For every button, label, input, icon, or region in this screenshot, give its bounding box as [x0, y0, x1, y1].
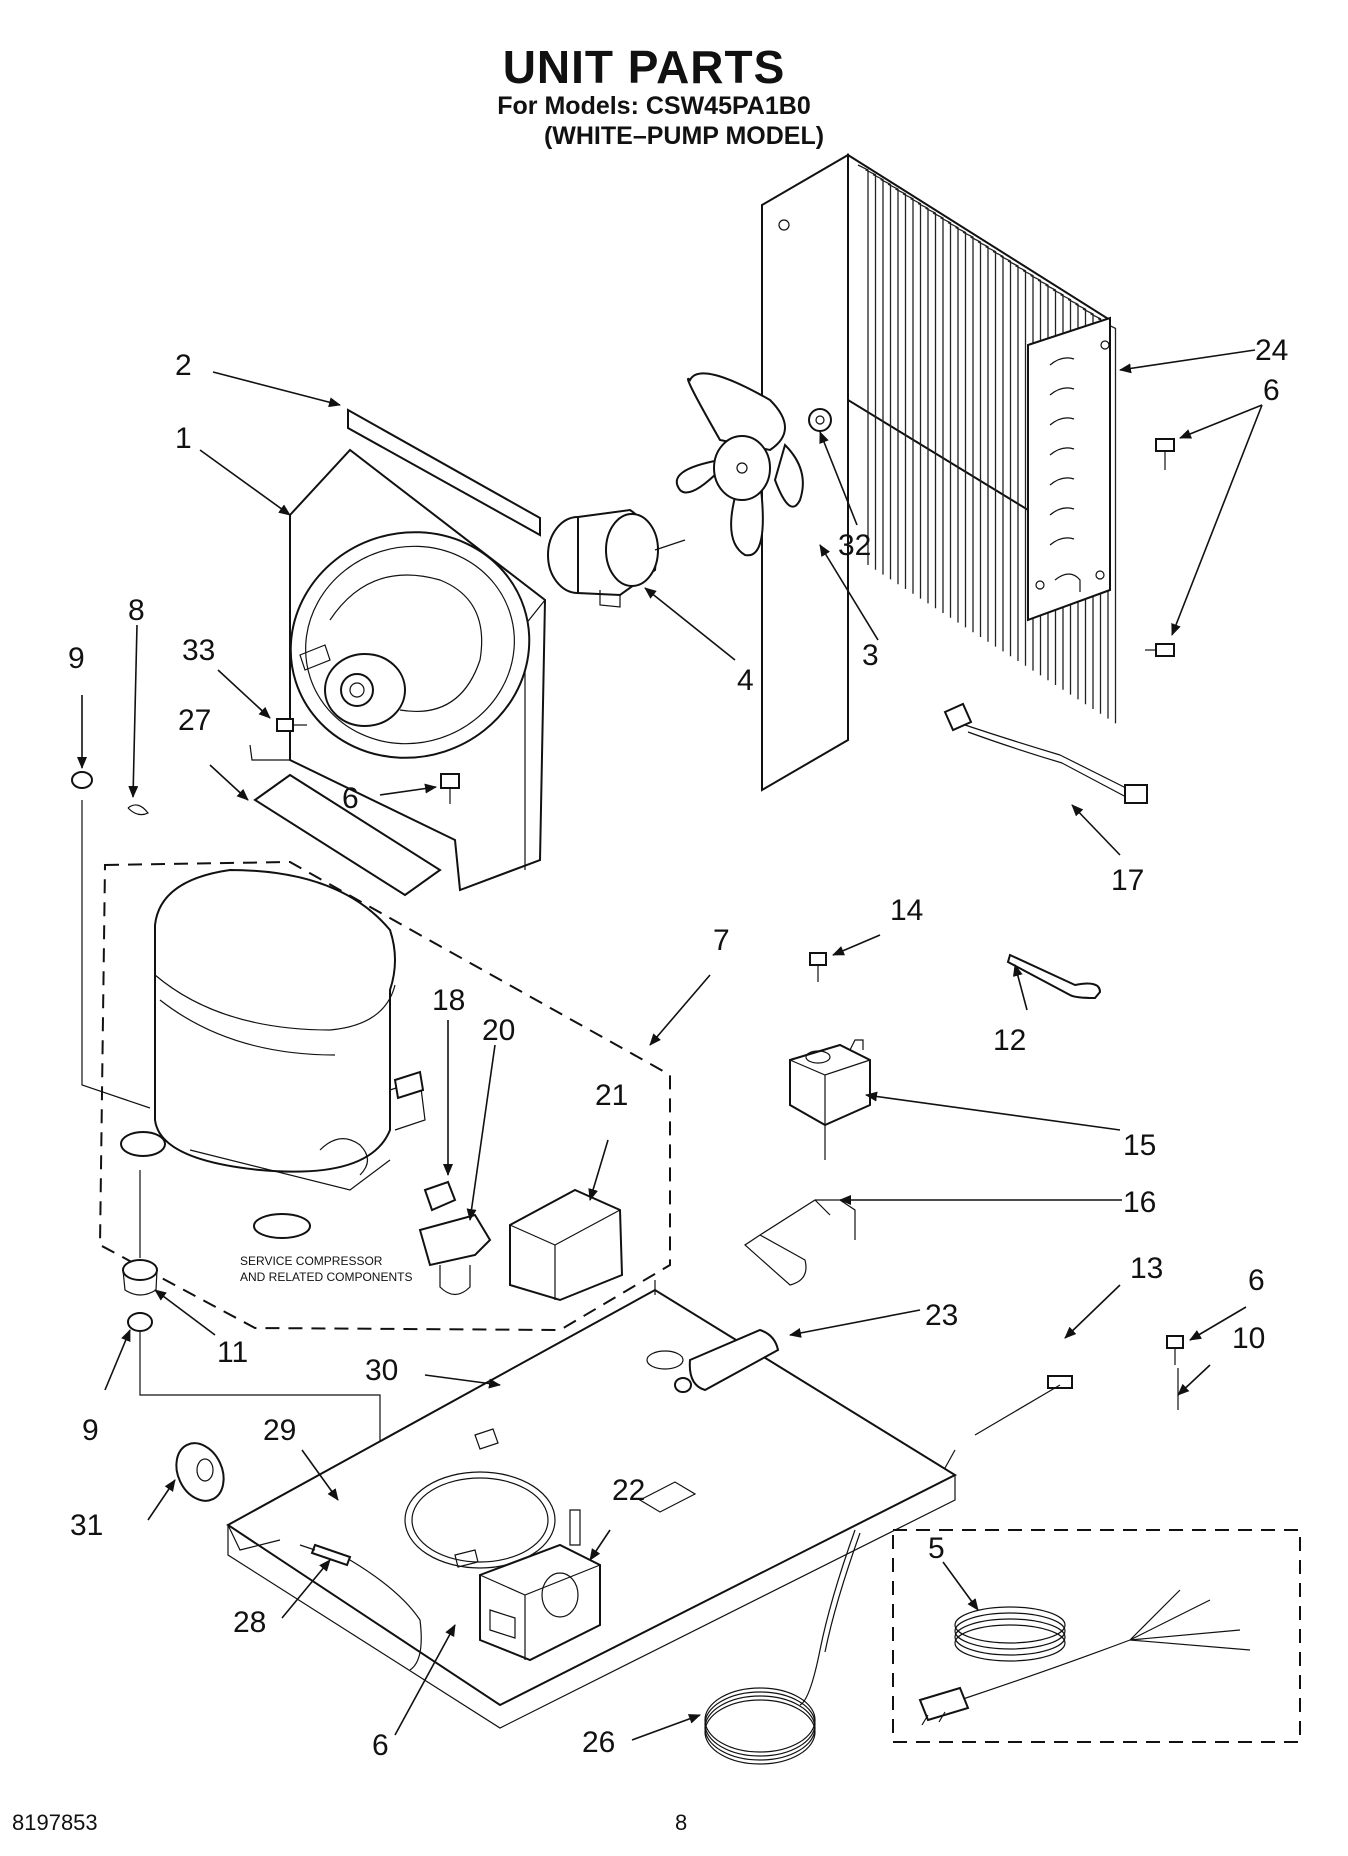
- bolt: [299, 1543, 422, 1671]
- callout-30: 30: [365, 1354, 398, 1387]
- callout-20: 20: [482, 1014, 515, 1047]
- callout-24: 24: [1255, 334, 1288, 367]
- solenoid-valve: [789, 1039, 871, 1160]
- plug-button: [175, 1442, 225, 1502]
- callout-1: 1: [175, 422, 192, 455]
- valve-bracket: [744, 1199, 856, 1286]
- callout-22: 22: [612, 1474, 645, 1507]
- callout-9-top: 9: [68, 642, 85, 675]
- variant-line: (WHITE–PUMP MODEL): [543, 122, 825, 150]
- document-number: 8197853: [12, 1810, 98, 1835]
- callout-28: 28: [233, 1606, 266, 1639]
- callout-8: 8: [128, 594, 145, 627]
- group-label-line-2: AND RELATED COMPONENTS: [240, 1270, 412, 1284]
- callout-32: 32: [838, 529, 871, 562]
- pump: [479, 1543, 601, 1662]
- callout-13: 13: [1130, 1252, 1163, 1285]
- callout-9-bottom: 9: [82, 1414, 99, 1447]
- drain-hose: [704, 1529, 861, 1765]
- fan-blade: [675, 372, 804, 557]
- callout-5: 5: [928, 1532, 945, 1565]
- callout-6-base: 6: [372, 1729, 389, 1762]
- callout-27: 27: [178, 704, 211, 737]
- fan-motor: [547, 508, 686, 608]
- page-number: 8: [675, 1810, 688, 1835]
- callout-3: 3: [862, 639, 879, 672]
- nut: [808, 408, 832, 432]
- callout-4: 4: [737, 664, 754, 697]
- drain-tube: [1006, 953, 1102, 1000]
- fan-shroud-bracket: [249, 448, 547, 892]
- base-pan: [226, 1280, 958, 1729]
- wire-harness: [943, 702, 1148, 804]
- relay: [418, 1213, 492, 1296]
- page-title: UNIT PARTS: [502, 41, 786, 93]
- washer-top: [71, 771, 93, 789]
- callout-2: 2: [175, 349, 192, 382]
- callout-6-shroud: 6: [342, 782, 359, 815]
- capacitor: [509, 1188, 624, 1302]
- callout-6-clamp: 6: [1248, 1264, 1265, 1297]
- callout-12: 12: [993, 1024, 1026, 1057]
- callout-11: 11: [217, 1336, 248, 1369]
- callout-14: 14: [890, 894, 923, 927]
- washer-bottom: [127, 1312, 153, 1332]
- callout-16: 16: [1123, 1186, 1156, 1219]
- callout-23: 23: [925, 1299, 958, 1332]
- models-line: For Models: CSW45PA1B0: [497, 92, 811, 120]
- callout-15: 15: [1123, 1129, 1156, 1162]
- mounting-plate: [253, 773, 442, 897]
- callout-10: 10: [1232, 1322, 1265, 1355]
- overload: [423, 1180, 457, 1212]
- callout-21: 21: [595, 1079, 628, 1112]
- power-cord-box: [892, 1529, 1301, 1743]
- group-label-line-1: SERVICE COMPRESSOR: [240, 1254, 383, 1268]
- compressor: [120, 868, 426, 1239]
- callout-29: 29: [263, 1414, 296, 1447]
- callout-33: 33: [182, 634, 215, 667]
- callout-18: 18: [432, 984, 465, 1017]
- callout-6-condenser: 6: [1263, 374, 1280, 407]
- clip: [127, 804, 149, 816]
- power-cord: [918, 1589, 1251, 1726]
- callout-31: 31: [70, 1509, 103, 1542]
- filter-drier: [674, 1328, 780, 1393]
- condenser-coil: [761, 153, 1117, 792]
- callout-7: 7: [713, 924, 730, 957]
- callout-17: 17: [1111, 864, 1144, 897]
- grommet: [122, 1259, 158, 1296]
- callout-26: 26: [582, 1726, 615, 1759]
- gasket-strip: [347, 408, 541, 537]
